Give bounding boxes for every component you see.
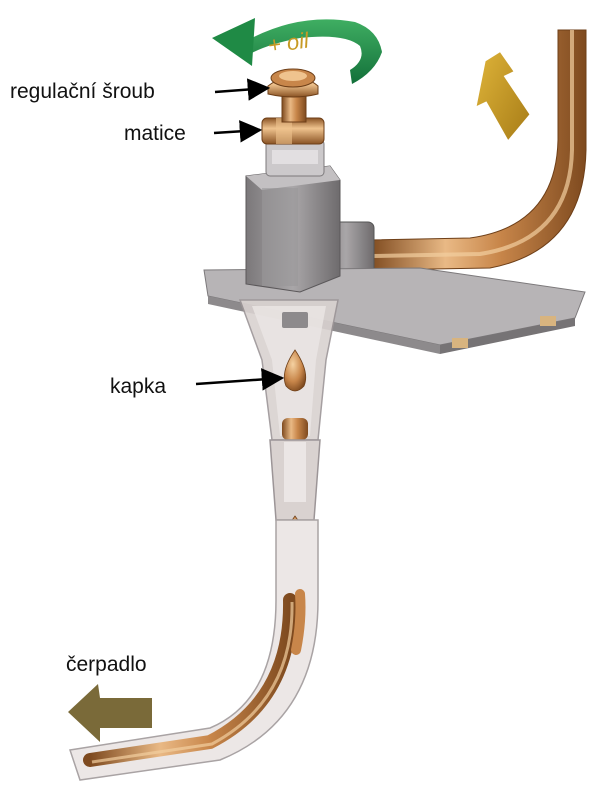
outflow-arrow — [68, 684, 152, 742]
pointer-nut — [214, 130, 260, 133]
label-nut: matice — [124, 123, 186, 144]
screw-collar — [266, 140, 324, 176]
label-pump: čerpadlo — [66, 654, 147, 675]
label-adjusting-screw: regulační šroub — [10, 81, 155, 102]
inflow-arrow — [473, 51, 531, 142]
pointer-adjusting-screw — [215, 88, 268, 92]
valve-body — [246, 166, 340, 292]
outlet-pipe — [70, 520, 318, 780]
adjusting-screw — [268, 69, 318, 122]
label-drop: kapka — [110, 376, 166, 397]
supply-tube — [370, 30, 586, 270]
rotation-arrow-text: + oil — [266, 27, 311, 58]
